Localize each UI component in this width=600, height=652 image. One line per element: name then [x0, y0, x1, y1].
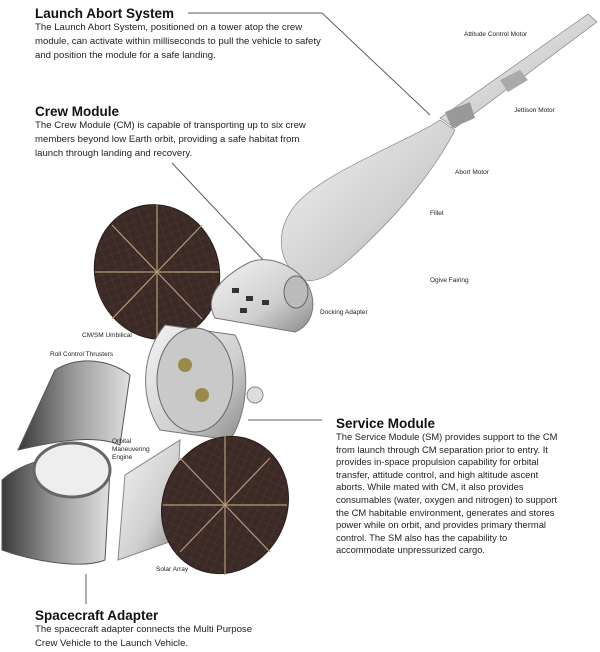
adapter-title: Spacecraft Adapter [35, 608, 159, 623]
label-cm-sm-umbilical: CM/SM Umbilical [82, 332, 132, 339]
label-abort-motor: Abort Motor [455, 169, 489, 176]
label-docking-adapter: Docking Adapter [320, 309, 368, 316]
label-fillet: Fillet [430, 210, 444, 217]
adapter-section: Spacecraft Adapter The spacecraft adapte… [35, 608, 275, 651]
sm-section: Service Module The Service Module (SM) p… [336, 416, 566, 557]
label-attitude-control-motor: Attitude Control Motor [464, 31, 528, 38]
cm-section: Crew Module The Crew Module (CM) is capa… [35, 104, 325, 161]
label-solar-array: Solar Array [156, 566, 189, 573]
label-orbital-maneuvering-engine: Orbital Maneuvering Engine [112, 438, 150, 461]
label-ogive-fairing: Ogive Fairing [430, 277, 469, 284]
sm-fairing-panel [17, 360, 131, 451]
cm-leader-line [171, 162, 266, 263]
service-module [145, 324, 264, 441]
cm-title: Crew Module [35, 104, 120, 119]
solar-array-lower [160, 435, 290, 575]
leader-lines [85, 12, 431, 604]
spacecraft-adapter [1, 439, 181, 565]
solar-array-upper [93, 204, 221, 340]
sm-title: Service Module [336, 416, 436, 431]
adapter-body: The spacecraft adapter connects the Mult… [35, 624, 253, 649]
launch-abort-tower [439, 13, 598, 129]
las-leader-line [188, 12, 431, 116]
label-jettison-motor: Jettison Motor [514, 107, 555, 114]
label-roll-control-thrusters: Roll Control Thrusters [50, 351, 114, 358]
crew-module [210, 259, 314, 333]
las-title: Launch Abort System [35, 6, 175, 21]
las-section: Launch Abort System The Launch Abort Sys… [35, 6, 325, 63]
cm-body: The Crew Module (CM) is capable of trans… [35, 120, 306, 159]
sm-body: The Service Module (SM) provides support… [336, 431, 558, 556]
las-body: The Launch Abort System, positioned on a… [35, 22, 321, 61]
